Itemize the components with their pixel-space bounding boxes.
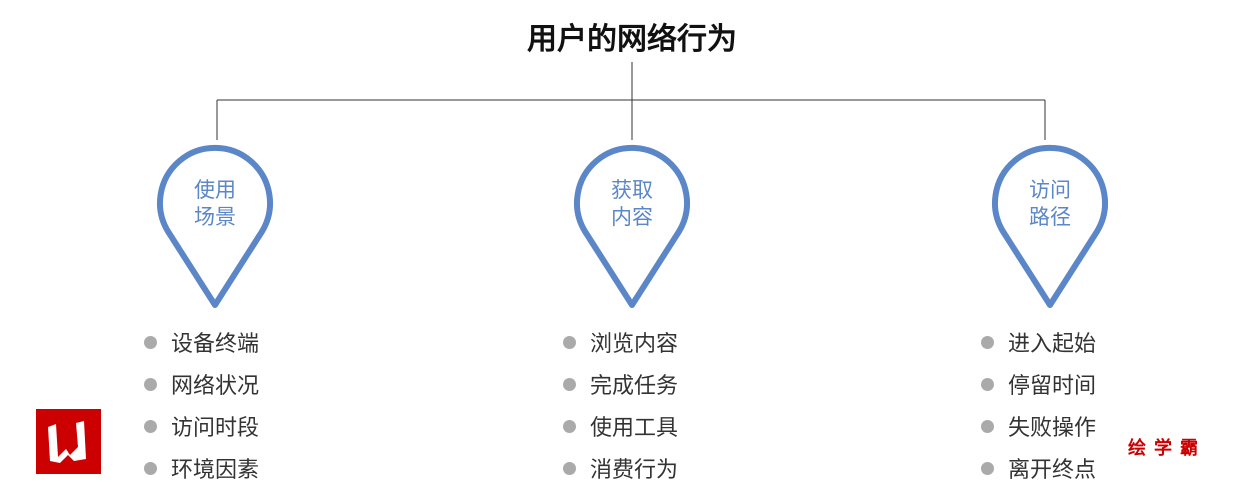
pin-label-line2: 路径 [1029, 205, 1071, 229]
list-item: 网络状况 [144, 363, 259, 405]
pin-label-line2: 内容 [611, 205, 653, 229]
list-item: 消费行为 [563, 447, 678, 489]
bullet-icon [981, 419, 994, 433]
bullet-icon [981, 335, 994, 349]
item-text: 设备终端 [171, 332, 260, 357]
bullet-icon [563, 419, 576, 433]
pin-label-line1: 获取 [611, 178, 653, 202]
pin-access-path: 访问路径 [985, 140, 1115, 310]
logo-icon [36, 409, 101, 474]
list-item: 环境因素 [144, 447, 259, 489]
list-item: 使用工具 [563, 405, 678, 447]
usage-scenario-list: 设备终端 网络状况 访问时段 环境因素 [144, 321, 259, 489]
pin-label-line2: 场景 [194, 205, 236, 229]
pin-label-line1: 访问 [1029, 178, 1071, 202]
list-item: 完成任务 [563, 363, 678, 405]
list-item: 设备终端 [144, 321, 259, 363]
item-text: 使用工具 [590, 416, 679, 441]
bullet-icon [563, 461, 576, 475]
item-text: 失败操作 [1008, 416, 1097, 441]
bullet-icon [144, 377, 157, 391]
map-pin-icon [157, 144, 273, 308]
list-item: 离开终点 [981, 447, 1096, 489]
bullet-icon [144, 461, 157, 475]
map-pin-icon [574, 144, 690, 308]
list-item: 访问时段 [144, 405, 259, 447]
diagram-title: 用户的网络行为 [527, 22, 737, 57]
pin-usage-scenario: 使用场景 [150, 140, 280, 310]
bullet-icon [981, 461, 994, 475]
bullet-icon [144, 419, 157, 433]
access-path-list: 进入起始 停留时间 失败操作 离开终点 [981, 321, 1096, 489]
get-content-list: 浏览内容 完成任务 使用工具 消费行为 [563, 321, 678, 489]
bullet-icon [563, 335, 576, 349]
item-text: 进入起始 [1008, 332, 1097, 357]
item-text: 浏览内容 [590, 332, 679, 357]
bullet-icon [563, 377, 576, 391]
watermark: 绘学霸 [1128, 438, 1206, 459]
item-text: 网络状况 [171, 374, 260, 399]
item-text: 完成任务 [590, 374, 679, 399]
item-text: 停留时间 [1008, 374, 1097, 399]
list-item: 进入起始 [981, 321, 1096, 363]
map-pin-icon [992, 144, 1108, 308]
item-text: 访问时段 [171, 416, 260, 441]
item-text: 离开终点 [1008, 458, 1097, 483]
list-item: 浏览内容 [563, 321, 678, 363]
bullet-icon [144, 335, 157, 349]
item-text: 环境因素 [171, 458, 260, 483]
list-item: 停留时间 [981, 363, 1096, 405]
bullet-icon [981, 377, 994, 391]
pin-get-content: 获取内容 [567, 140, 697, 310]
pin-label-line1: 使用 [194, 178, 236, 202]
list-item: 失败操作 [981, 405, 1096, 447]
item-text: 消费行为 [590, 458, 679, 483]
